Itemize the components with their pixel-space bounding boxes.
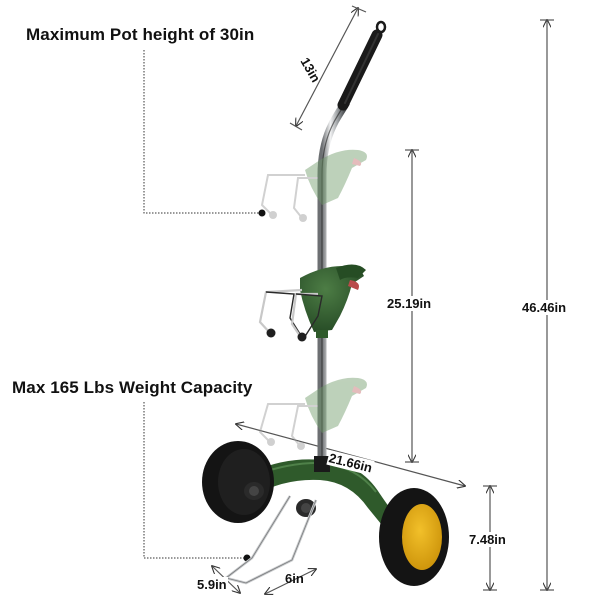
base-frame [202, 441, 449, 586]
callout-leaders [143, 50, 262, 559]
foot-width-label: 6in [285, 571, 304, 586]
pole-and-handle [317, 20, 387, 468]
callout-dot-icon [258, 209, 266, 217]
pot-height-headline: Maximum Pot height of 30in [26, 25, 255, 44]
hook-ghost-upper [260, 149, 367, 222]
weight-capacity-headline: Max 165 Lbs Weight Capacity [12, 378, 253, 397]
hook-middle [258, 264, 366, 342]
hook-span-height-label: 25.19in [386, 296, 433, 311]
wheel-diameter-label: 7.48in [468, 532, 507, 547]
overall-height-label: 46.46in [521, 300, 568, 315]
hook-ghost-lower [258, 377, 367, 450]
foot-depth-label: 5.9in [196, 577, 228, 592]
